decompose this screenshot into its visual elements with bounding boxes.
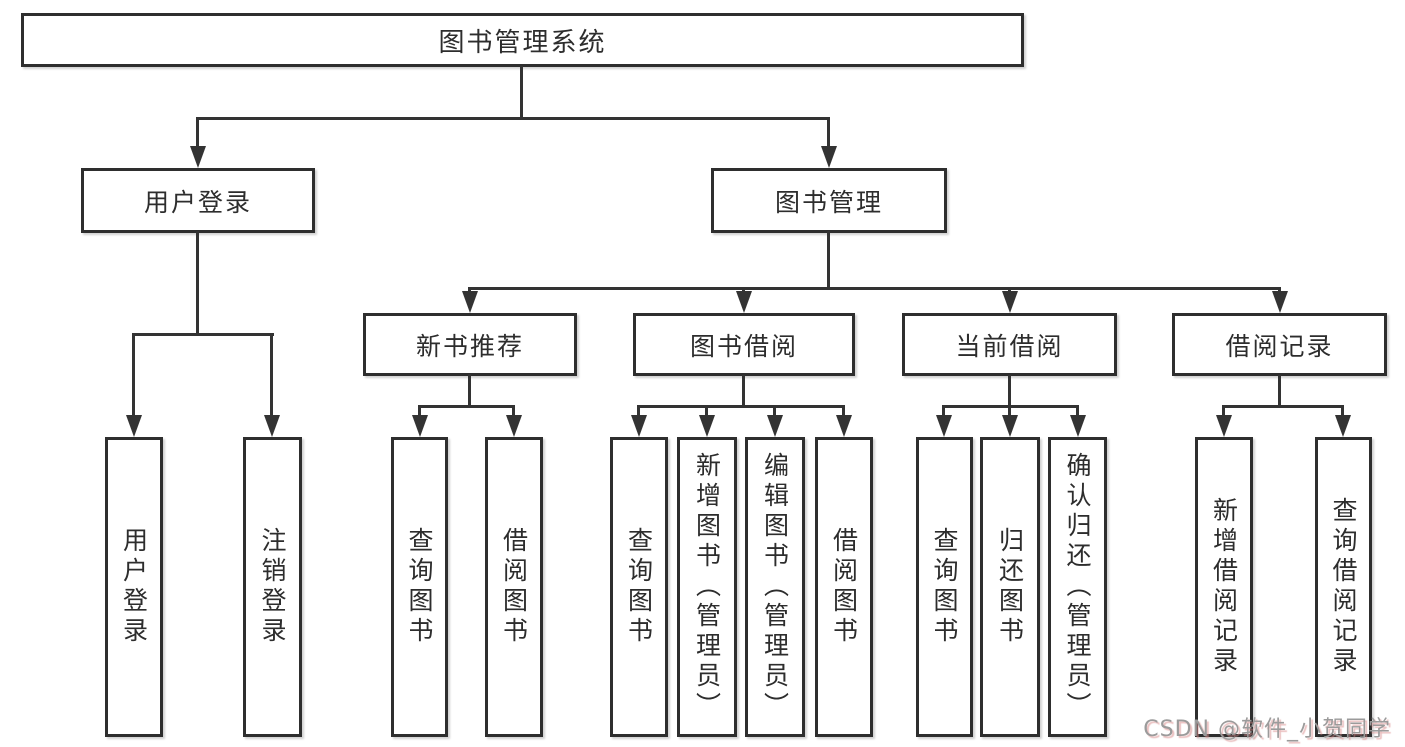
connector-arrow-shaft xyxy=(1008,405,1011,419)
connector-arrow-shaft xyxy=(942,405,945,419)
connector-root-stem xyxy=(520,66,523,120)
node-current-borrow: 当前借阅 xyxy=(902,313,1117,376)
connector-root-hline xyxy=(197,117,830,120)
leaf-query-books-borrow: 查询图书 xyxy=(610,437,668,737)
leaf-label: 查询图书 xyxy=(930,527,959,647)
connector-current-stem xyxy=(1008,375,1011,408)
leaf-label: 编辑图书（管理员） xyxy=(760,452,790,722)
leaf-label: 借阅图书 xyxy=(829,527,859,647)
leaf-query-borrow-record: 查询借阅记录 xyxy=(1315,437,1372,737)
leaf-return-books: 归还图书 xyxy=(980,437,1040,737)
arrow-down-icon xyxy=(506,415,522,437)
connector-borrow-stem xyxy=(742,375,745,408)
node-new-book-recommend-label: 新书推荐 xyxy=(415,331,524,361)
connector-recommend-stem xyxy=(468,374,471,408)
leaf-add-books-admin: 新增图书（管理员） xyxy=(677,437,737,737)
arrow-down-icon xyxy=(412,415,428,437)
connector-arrow-shaft xyxy=(1222,405,1225,419)
leaf-logout: 注销登录 xyxy=(243,437,302,737)
node-book-borrow: 图书借阅 xyxy=(633,313,855,376)
connector-book-mgmt-hline xyxy=(469,287,1281,290)
leaf-label: 注销登录 xyxy=(258,527,287,647)
arrow-down-icon xyxy=(736,291,752,313)
arrow-down-icon xyxy=(1216,415,1232,437)
connector-arrow-shaft xyxy=(196,117,199,151)
connector-records-hline xyxy=(1223,405,1344,408)
connector-current-hline xyxy=(943,405,1079,408)
leaf-label: 新增图书（管理员） xyxy=(692,452,722,722)
leaf-query-books-recommend: 查询图书 xyxy=(391,437,448,737)
node-root: 图书管理系统 xyxy=(21,13,1024,67)
leaf-label: 借阅图书 xyxy=(499,527,529,647)
arrow-down-icon xyxy=(190,146,206,168)
node-borrow-records-label: 借阅记录 xyxy=(1225,331,1334,361)
leaf-add-borrow-record: 新增借阅记录 xyxy=(1195,437,1253,737)
arrow-down-icon xyxy=(836,415,852,437)
node-root-label: 图书管理系统 xyxy=(438,27,607,58)
connector-arrow-shaft xyxy=(1076,405,1079,419)
arrow-down-icon xyxy=(699,415,715,437)
leaf-borrow-books: 借阅图书 xyxy=(815,437,873,737)
connector-arrow-shaft xyxy=(705,405,708,419)
leaf-label: 查询图书 xyxy=(405,527,434,647)
leaf-confirm-return-admin: 确认归还（管理员） xyxy=(1048,437,1107,737)
connector-records-stem xyxy=(1278,375,1281,408)
connector-arrow-shaft xyxy=(842,405,845,419)
connector-book-mgmt-stem xyxy=(827,231,830,290)
leaf-borrow-books-recommend: 借阅图书 xyxy=(485,437,543,737)
csdn-watermark: CSDN @软件_小贺同学 xyxy=(1143,717,1391,742)
node-current-borrow-label: 当前借阅 xyxy=(955,331,1064,361)
leaf-query-books-current: 查询图书 xyxy=(916,437,973,737)
leaf-label: 查询借阅记录 xyxy=(1329,497,1358,677)
leaf-edit-books-admin: 编辑图书（管理员） xyxy=(745,437,805,737)
node-book-management: 图书管理 xyxy=(711,168,947,233)
leaf-label: 新增借阅记录 xyxy=(1209,497,1239,677)
arrow-down-icon xyxy=(264,415,280,437)
connector-arrow-shaft xyxy=(1341,405,1344,419)
node-book-management-label: 图书管理 xyxy=(774,187,883,217)
connector-arrow-shaft xyxy=(512,405,515,419)
leaf-label: 确认归还（管理员） xyxy=(1063,452,1092,722)
arrow-down-icon xyxy=(936,415,952,437)
connector-arrow-shaft xyxy=(270,333,273,418)
arrow-down-icon xyxy=(631,415,647,437)
arrow-down-icon xyxy=(1002,291,1018,313)
connector-arrow-shaft xyxy=(827,117,830,151)
arrow-down-icon xyxy=(1335,415,1351,437)
leaf-label: 归还图书 xyxy=(995,527,1025,647)
node-book-borrow-label: 图书借阅 xyxy=(689,331,798,361)
leaf-user-login: 用户登录 xyxy=(105,437,163,737)
connector-arrow-shaft xyxy=(637,405,640,419)
connector-borrow-hline xyxy=(638,405,845,408)
arrow-down-icon xyxy=(126,415,142,437)
connector-arrow-shaft xyxy=(773,405,776,419)
leaf-label: 查询图书 xyxy=(624,527,654,647)
node-new-book-recommend: 新书推荐 xyxy=(363,313,577,376)
connector-arrow-shaft xyxy=(132,333,135,418)
arrow-down-icon xyxy=(462,291,478,313)
node-user-login-label: 用户登录 xyxy=(143,187,252,217)
arrow-down-icon xyxy=(1070,415,1086,437)
node-user-login: 用户登录 xyxy=(81,168,315,233)
connector-user-login-stem xyxy=(196,231,199,336)
connector-user-login-hline xyxy=(133,333,274,336)
arrow-down-icon xyxy=(767,415,783,437)
leaf-label: 用户登录 xyxy=(119,527,149,647)
arrow-down-icon xyxy=(1002,415,1018,437)
arrow-down-icon xyxy=(1272,291,1288,313)
connector-arrow-shaft xyxy=(418,405,421,419)
arrow-down-icon xyxy=(821,146,837,168)
connector-recommend-hline xyxy=(419,405,515,408)
node-borrow-records: 借阅记录 xyxy=(1172,313,1387,376)
